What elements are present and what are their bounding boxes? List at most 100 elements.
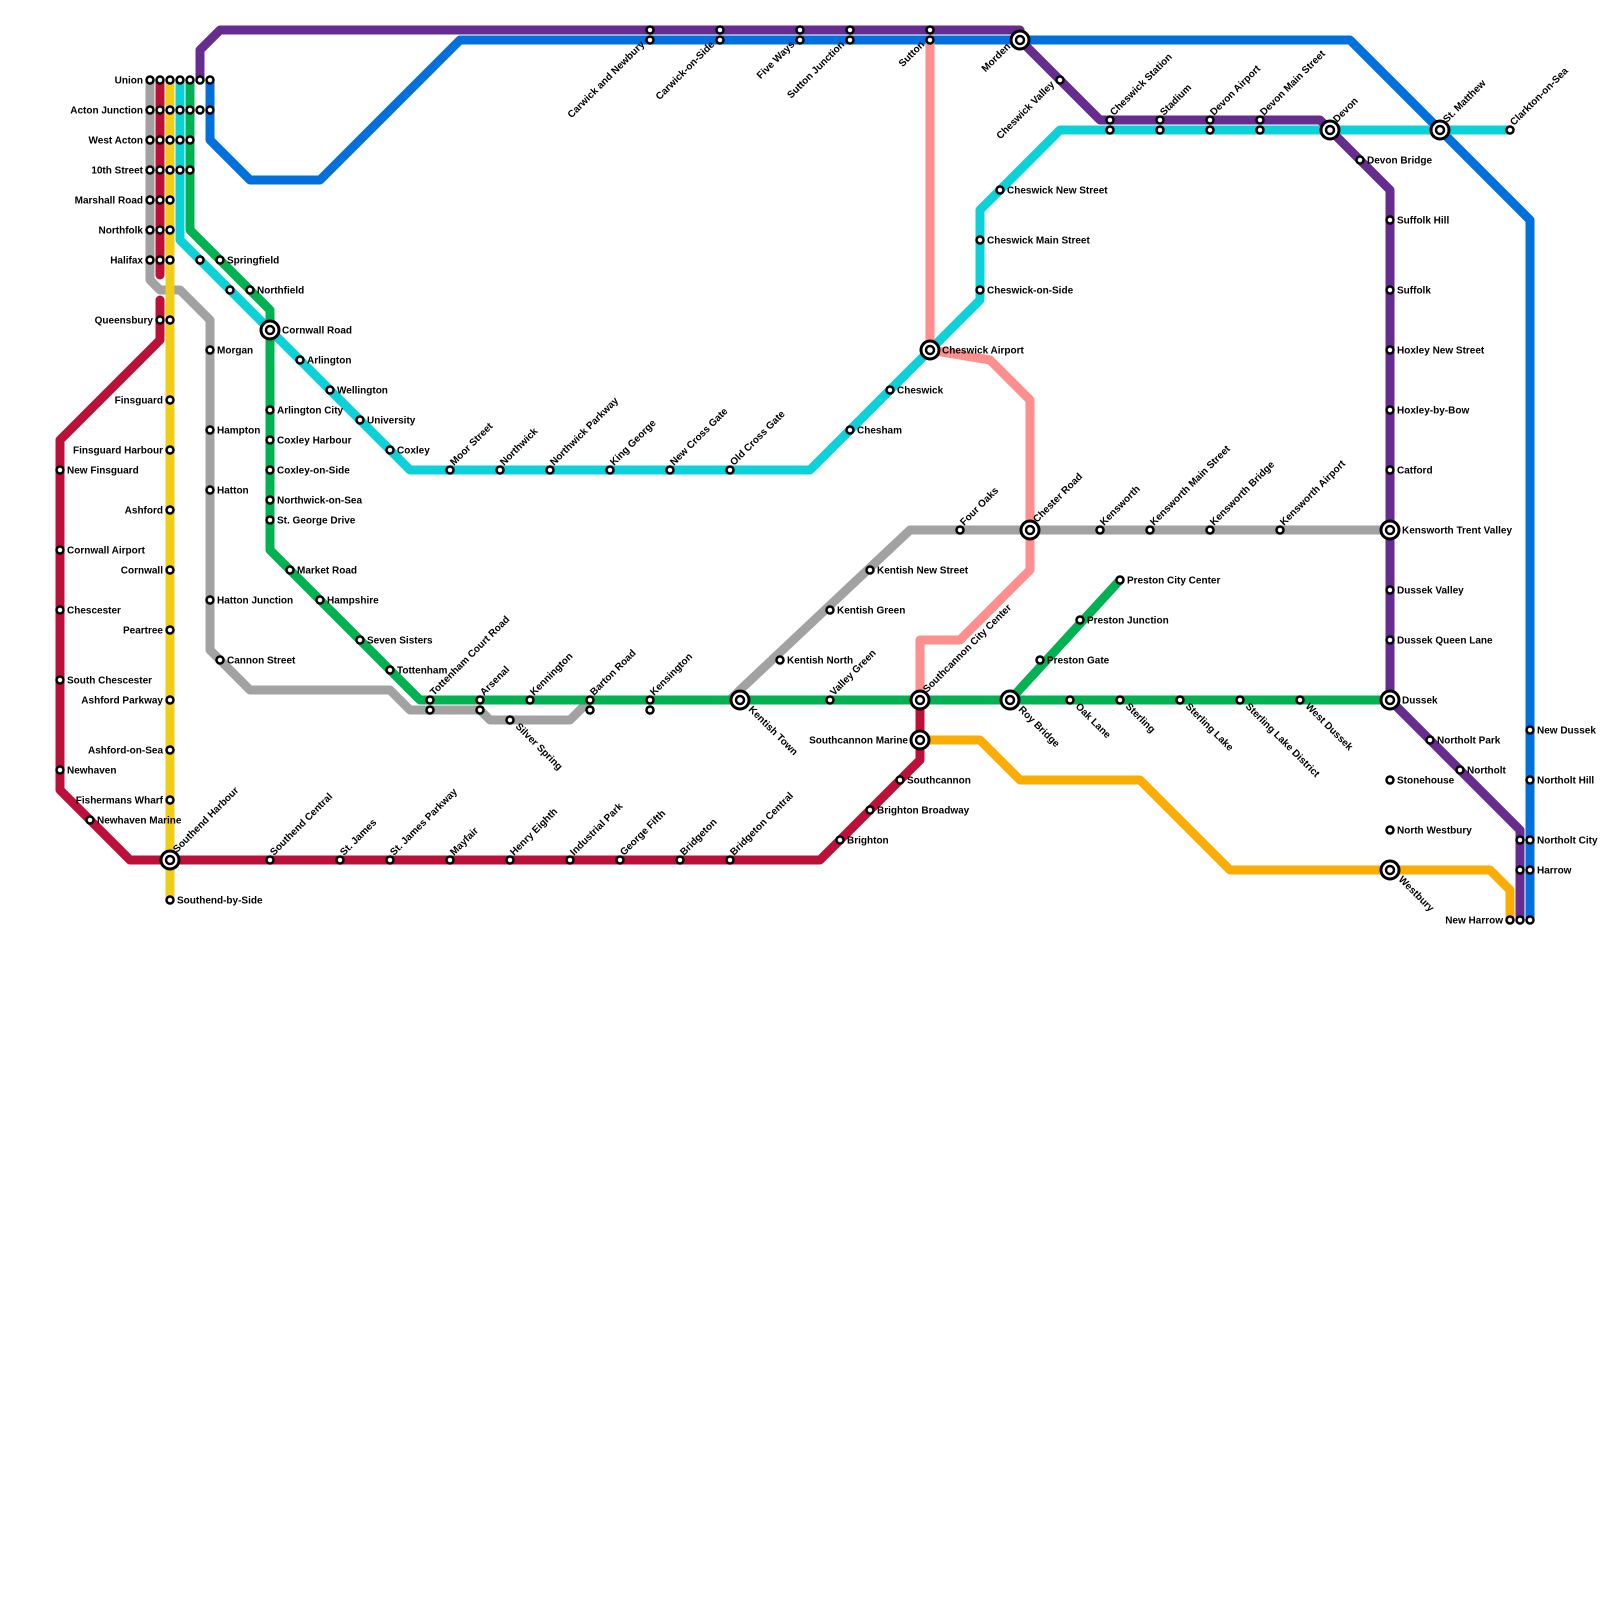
station-industrial-park[interactable] [565, 855, 575, 865]
station-hatton-junction[interactable] [205, 595, 215, 605]
station-silver-spring[interactable] [505, 715, 515, 725]
station-hampshire[interactable] [315, 595, 325, 605]
stop-marker[interactable] [185, 165, 195, 175]
station-chesham[interactable] [845, 425, 855, 435]
stop-marker[interactable] [1065, 695, 1075, 705]
station-ashford[interactable] [165, 505, 175, 515]
station-coxley[interactable] [385, 445, 395, 455]
stop-marker[interactable] [845, 425, 855, 435]
unlabeled-stop-marker[interactable] [195, 255, 205, 265]
stop-marker[interactable] [1525, 865, 1535, 875]
station-cannon-street[interactable] [215, 655, 225, 665]
station-kensworth-trent-valley[interactable] [1379, 519, 1401, 541]
stop-marker[interactable] [85, 815, 95, 825]
station-morden[interactable] [1009, 29, 1031, 51]
stop-marker[interactable] [1385, 585, 1395, 595]
station-tottenham-court-road[interactable] [425, 695, 435, 715]
stop-marker[interactable] [1095, 525, 1105, 535]
station-st-matthew[interactable] [1429, 119, 1451, 141]
stop-marker[interactable] [715, 35, 725, 45]
stop-marker[interactable] [1205, 525, 1215, 535]
station-st-james[interactable] [335, 855, 345, 865]
station-sterling[interactable] [1115, 695, 1125, 705]
stop-marker[interactable] [925, 25, 935, 35]
station-dussek-queen-lane[interactable] [1385, 635, 1395, 645]
stop-marker[interactable] [335, 855, 345, 865]
station-new-cross-gate[interactable] [665, 465, 675, 475]
stop-marker[interactable] [145, 165, 155, 175]
station-hatton[interactable] [205, 485, 215, 495]
stop-marker[interactable] [1275, 525, 1285, 535]
stop-marker[interactable] [425, 705, 435, 715]
stop-marker[interactable] [145, 255, 155, 265]
stop-marker[interactable] [355, 415, 365, 425]
stop-marker[interactable] [1235, 695, 1245, 705]
station-five-ways[interactable] [795, 25, 805, 45]
stop-marker[interactable] [155, 255, 165, 265]
station-northolt-hill[interactable] [1525, 775, 1535, 785]
station-kensworth-airport[interactable] [1275, 525, 1285, 535]
stop-marker[interactable] [1385, 285, 1395, 295]
station-four-oaks[interactable] [955, 525, 965, 535]
station-new-finsguard[interactable] [55, 465, 65, 475]
stop-marker[interactable] [175, 75, 185, 85]
stop-marker[interactable] [1205, 115, 1215, 125]
stop-marker[interactable] [145, 105, 155, 115]
stop-marker[interactable] [55, 545, 65, 555]
station-northolt-park[interactable] [1425, 735, 1435, 745]
stop-marker[interactable] [1425, 735, 1435, 745]
station-tottenham[interactable] [385, 665, 395, 675]
station-roy-bridge[interactable] [999, 689, 1021, 711]
stop-marker[interactable] [775, 655, 785, 665]
stop-marker[interactable] [145, 195, 155, 205]
stop-marker[interactable] [245, 285, 255, 295]
station-chescester[interactable] [55, 605, 65, 615]
station-southend-by-side[interactable] [165, 895, 175, 905]
stop-marker[interactable] [1515, 865, 1525, 875]
station-finsguard-harbour[interactable] [165, 445, 175, 455]
stop-marker[interactable] [1505, 915, 1515, 925]
stop-marker[interactable] [1385, 405, 1395, 415]
stop-marker[interactable] [715, 25, 725, 35]
stop-marker[interactable] [175, 105, 185, 115]
station-cheswick-main-street[interactable] [975, 235, 985, 245]
stop-marker[interactable] [265, 405, 275, 415]
station-henry-eighth[interactable] [505, 855, 515, 865]
stop-marker[interactable] [155, 165, 165, 175]
stop-marker[interactable] [265, 465, 275, 475]
station-hoxley-by-bow[interactable] [1385, 405, 1395, 415]
station-dussek-valley[interactable] [1385, 585, 1395, 595]
stop-marker[interactable] [955, 525, 965, 535]
stop-marker[interactable] [645, 25, 655, 35]
stop-marker[interactable] [145, 225, 155, 235]
stop-marker[interactable] [975, 235, 985, 245]
stop-marker[interactable] [215, 255, 225, 265]
stop-marker[interactable] [215, 655, 225, 665]
stop-marker[interactable] [585, 695, 595, 705]
station-newhaven[interactable] [55, 765, 65, 775]
station-union[interactable] [145, 75, 215, 85]
station-kennington[interactable] [525, 695, 535, 705]
station-clarkton-on-sea[interactable] [1505, 125, 1515, 135]
station-arsenal[interactable] [475, 695, 485, 715]
stop-marker[interactable] [1105, 125, 1115, 135]
stop-marker[interactable] [795, 25, 805, 35]
station-brighton-broadway[interactable] [865, 805, 875, 815]
station-kentish-north[interactable] [775, 655, 785, 665]
station-harrow[interactable] [1515, 865, 1535, 875]
station-southcannon-marine[interactable] [909, 729, 931, 751]
station-halifax[interactable] [145, 255, 175, 265]
stop-marker[interactable] [445, 465, 455, 475]
station-kensington[interactable] [645, 695, 655, 715]
stop-marker[interactable] [1525, 915, 1535, 925]
stop-marker[interactable] [165, 395, 175, 405]
station-acton-junction[interactable] [145, 105, 215, 115]
station-preston-city-center[interactable] [1115, 575, 1125, 585]
station-devon-main-street[interactable] [1255, 115, 1265, 135]
station-king-george[interactable] [605, 465, 615, 475]
stop-marker[interactable] [165, 255, 175, 265]
station-northfolk[interactable] [145, 225, 175, 235]
stop-marker[interactable] [1155, 125, 1165, 135]
stop-marker[interactable] [55, 765, 65, 775]
stop-marker[interactable] [645, 705, 655, 715]
